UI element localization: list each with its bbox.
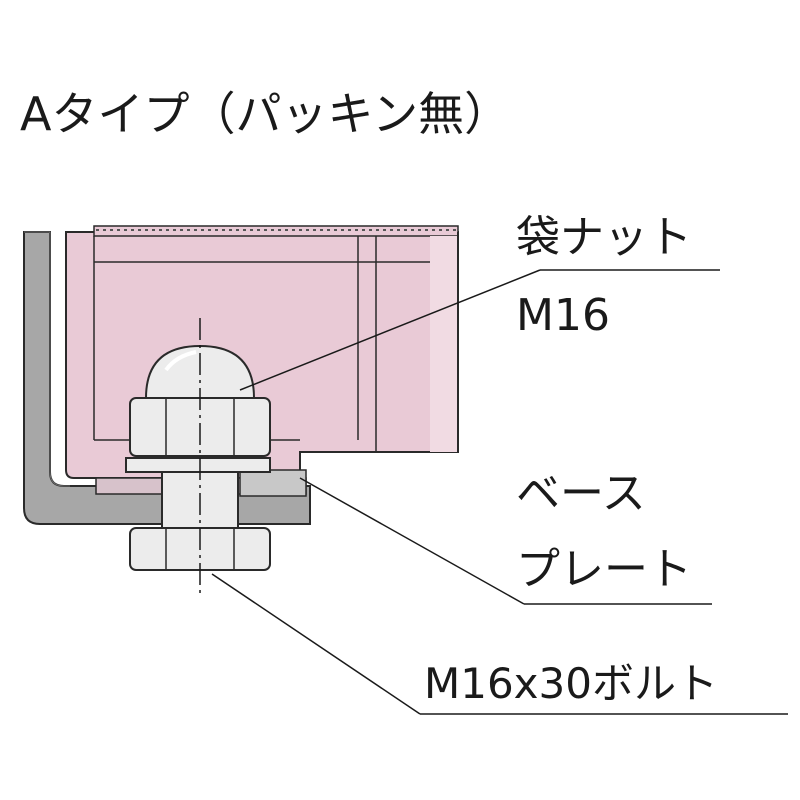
label-base-plate-line2: プレート: [516, 544, 692, 595]
leader-base-plate: [299, 477, 712, 605]
label-bolt: M16x30ボルト: [424, 659, 718, 708]
diagram-title: Aタイプ（パッキン無）: [20, 87, 510, 141]
label-cap-nut: 袋ナット: [516, 212, 692, 263]
label-cap-nut-size: M16: [516, 290, 610, 341]
leader-bolt: [211, 573, 788, 715]
washer: [125, 457, 271, 473]
leader-cap-nut: [239, 269, 720, 391]
label-base-plate-line1: ベース: [516, 468, 646, 519]
